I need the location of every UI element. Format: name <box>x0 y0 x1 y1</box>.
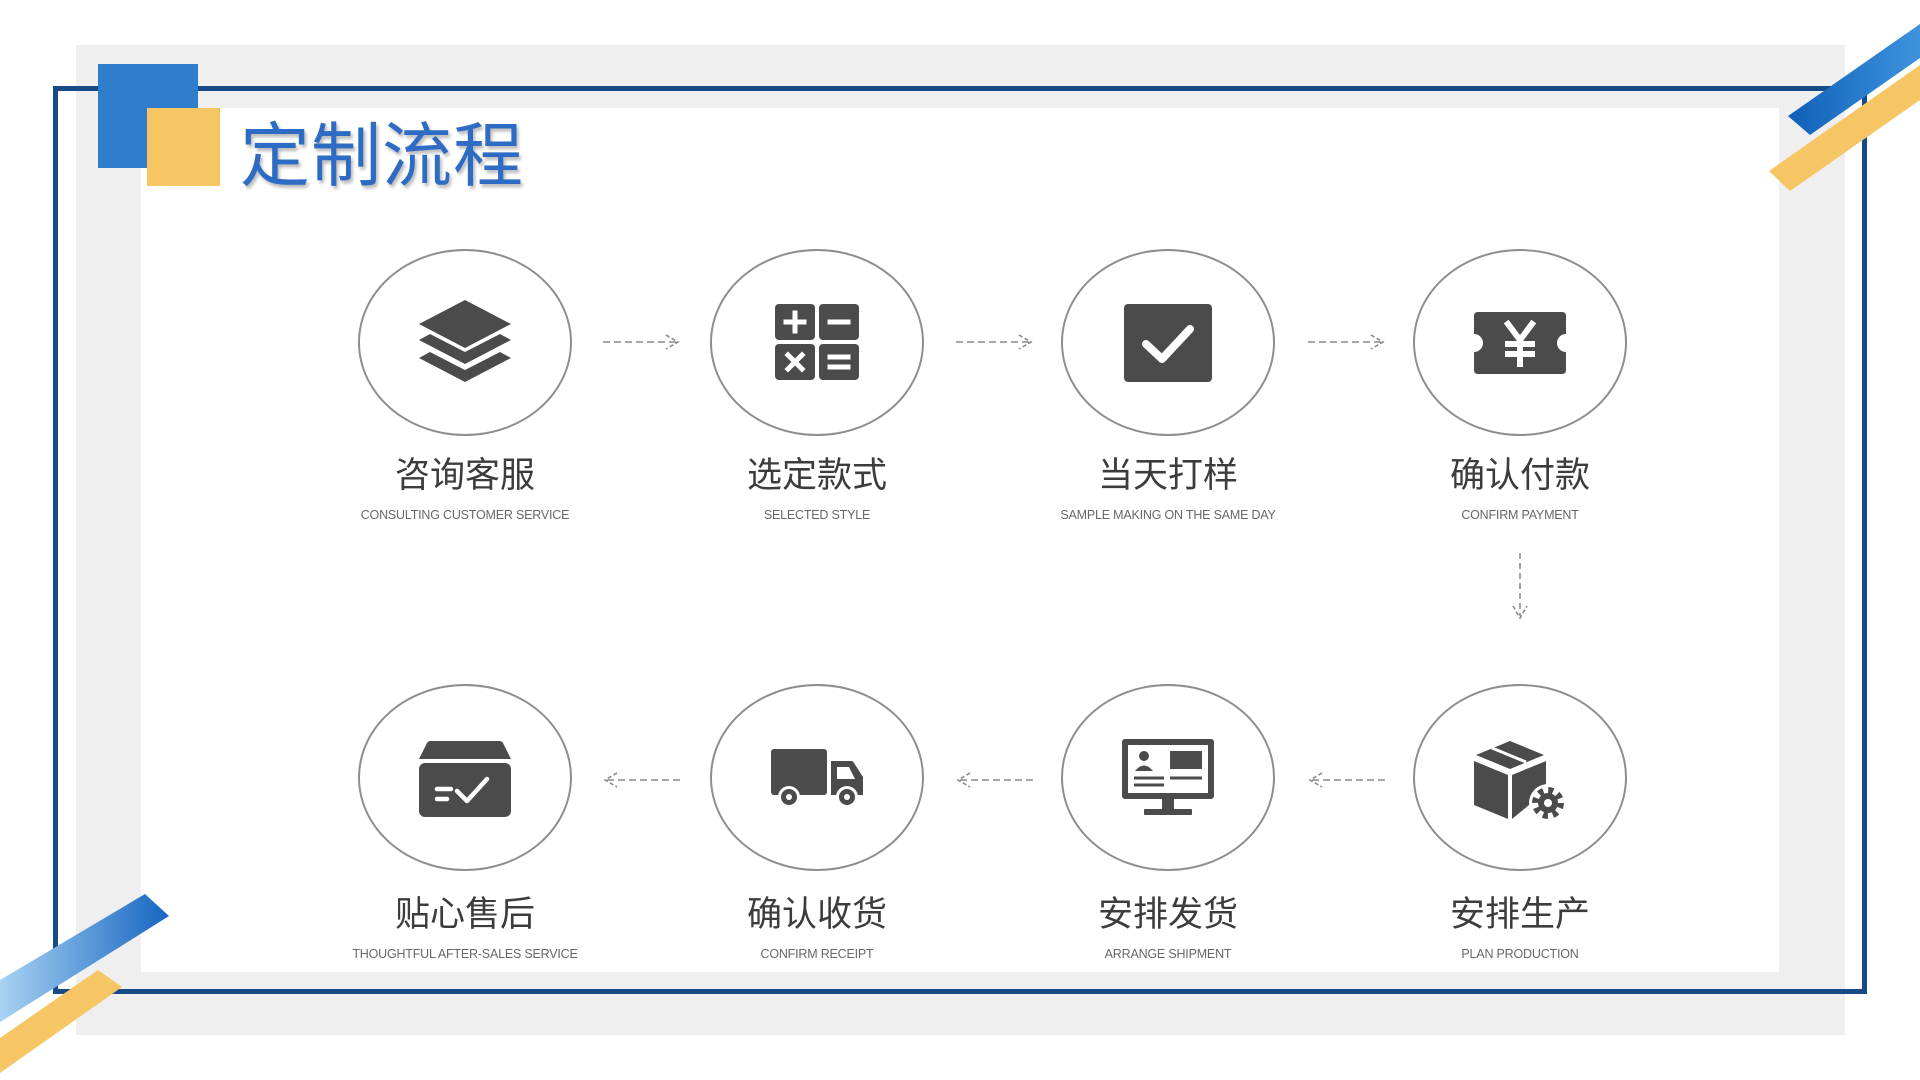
calculator-icon <box>775 303 859 380</box>
step-title: 选定款式 <box>746 456 887 496</box>
step-confirm-payment: 确认付款 CONFIRM PAYMENT <box>1360 249 1680 529</box>
step-circle <box>1061 684 1275 871</box>
flow-arrow-right <box>1308 334 1385 350</box>
frame-border <box>53 86 1867 994</box>
step-circle <box>358 249 572 436</box>
step-title: 确认付款 <box>1449 456 1590 496</box>
step-title: 安排生产 <box>1449 895 1590 935</box>
step-circle <box>358 684 572 871</box>
step-subtitle: CONSULTING CUSTOMER SERVICE <box>360 508 570 522</box>
stripe-yellow-top-right <box>1769 65 1920 191</box>
step-subtitle: SAMPLE MAKING ON THE SAME DAY <box>1060 508 1276 522</box>
checkbox-icon <box>1124 303 1212 382</box>
tray-check-icon <box>419 740 511 817</box>
step-plan-production: 安排生产 PLAN PRODUCTION <box>1360 684 1680 964</box>
flow-arrow-left <box>1308 772 1385 788</box>
box-gear-icon <box>1474 740 1567 822</box>
step-sample-making: 当天打样 SAMPLE MAKING ON THE SAME DAY <box>1008 249 1328 529</box>
step-subtitle: SELECTED STYLE <box>763 508 871 522</box>
step-circle <box>1061 249 1275 436</box>
step-title: 咨询客服 <box>394 456 535 496</box>
monitor-id-icon <box>1122 738 1214 815</box>
yen-ticket-icon <box>1474 311 1566 374</box>
step-consulting: 咨询客服 CONSULTING CUSTOMER SERVICE <box>305 249 625 529</box>
step-circle <box>710 249 924 436</box>
step-title: 贴心售后 <box>394 895 535 935</box>
step-subtitle: CONFIRM RECEIPT <box>760 947 874 961</box>
flow-arrow-left <box>956 772 1033 788</box>
step-select-style: 选定款式 SELECTED STYLE <box>657 249 977 529</box>
flow-arrow-down <box>1512 553 1528 620</box>
step-subtitle: PLAN PRODUCTION <box>1461 947 1579 961</box>
page-title: 定制流程 <box>240 115 524 197</box>
step-circle <box>710 684 924 871</box>
step-title: 确认收货 <box>746 895 887 935</box>
stripe-blue-bottom-left <box>0 894 169 1022</box>
step-confirm-receipt: 确认收货 CONFIRM RECEIPT <box>657 684 977 964</box>
flow-arrow-left <box>603 772 680 788</box>
step-circle <box>1413 684 1627 871</box>
corner-block-yellow <box>147 108 220 186</box>
flow-arrow-right <box>956 334 1033 350</box>
step-title: 当天打样 <box>1097 456 1238 496</box>
layers-icon <box>419 299 511 382</box>
truck-icon <box>771 748 863 808</box>
flow-arrow-right <box>603 334 680 350</box>
step-circle <box>1413 249 1627 436</box>
step-arrange-shipment: 安排发货 ARRANGE SHIPMENT <box>1008 684 1328 964</box>
step-title: 安排发货 <box>1097 895 1238 935</box>
step-after-sales: 贴心售后 THOUGHTFUL AFTER-SALES SERVICE <box>305 684 625 964</box>
stripe-yellow-bottom-left <box>0 970 122 1073</box>
step-subtitle: ARRANGE SHIPMENT <box>1104 947 1232 961</box>
step-subtitle: CONFIRM PAYMENT <box>1461 508 1579 522</box>
stripe-blue-top-right <box>1788 24 1920 135</box>
step-subtitle: THOUGHTFUL AFTER-SALES SERVICE <box>352 947 578 961</box>
